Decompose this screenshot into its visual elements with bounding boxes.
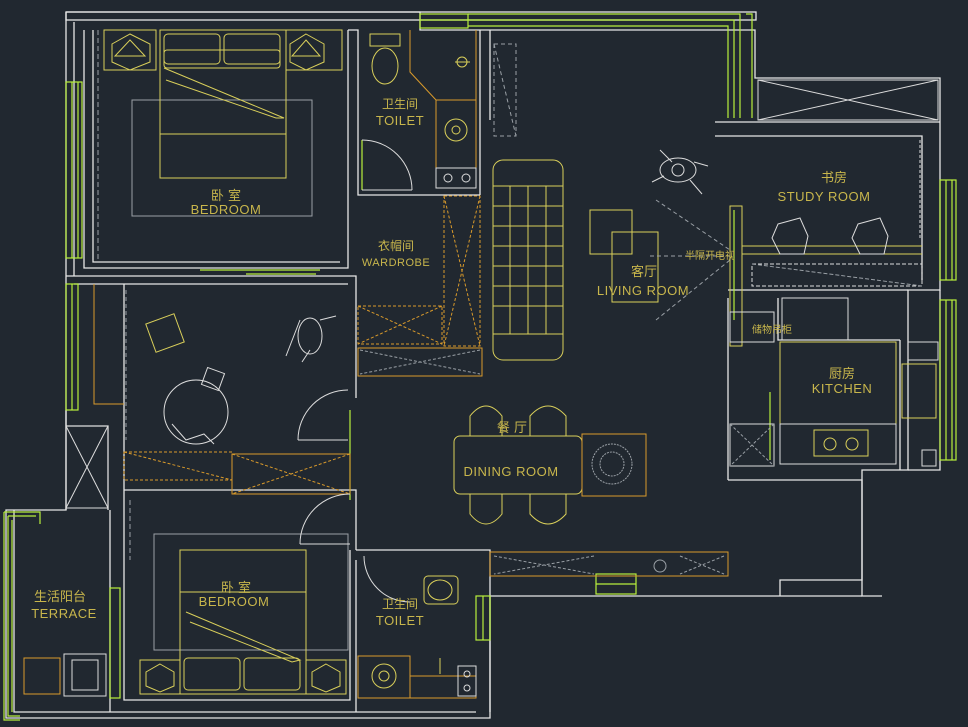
kitchen-fixtures [729, 297, 939, 467]
bottom-counter [489, 551, 729, 577]
toilet-top-label-en: TOILET [376, 113, 424, 128]
toilet-top-label-zh: 卫生间 [382, 97, 418, 111]
interior-walls [65, 29, 908, 712]
storage-label: 储物吊柜 [752, 323, 792, 336]
living-room-furniture [492, 149, 743, 361]
bedroom-bottom-furniture [129, 493, 351, 695]
study-room-furniture [742, 140, 923, 287]
toilet-top-fixtures [361, 30, 517, 191]
bedroom-top-label-en: BEDROOM [191, 202, 262, 217]
wardrobe-label-en: WARDROBE [362, 257, 430, 269]
bedroom-top-furniture [97, 29, 343, 262]
terrace-fixtures [23, 425, 109, 697]
dining-room-label-en: DINING ROOM [463, 464, 558, 479]
living-room-label-zh: 客厅 [631, 264, 657, 280]
wardrobe-label-zh: 衣帽间 [378, 238, 414, 253]
person-figure-living [651, 149, 709, 195]
room-labels: 卧 室 BEDROOM 卫生间 TOILET 衣帽间 WARDROBE 客厅 L… [31, 97, 872, 628]
toilet-bottom-fixtures [357, 555, 477, 699]
study-room-label-zh: 书房 [821, 170, 847, 186]
living-room-label-en: LIVING ROOM [597, 283, 689, 298]
person-figure-room [285, 315, 337, 363]
dining-room-label-zh: 餐 厅 [497, 420, 527, 436]
bedroom-bottom-label-en: BEDROOM [199, 594, 270, 609]
terrace-label-en: TERRACE [31, 606, 97, 621]
toilet-bottom-label-en: TOILET [376, 613, 424, 628]
top-balcony [757, 79, 939, 121]
windows [3, 13, 957, 721]
study-room-label-en: STUDY ROOM [778, 189, 871, 204]
dining-room-furniture [453, 405, 647, 525]
bedroom-bottom-label-zh: 卧 室 [221, 580, 251, 596]
kitchen-label-en: KITCHEN [812, 381, 873, 396]
wardrobe-cabinets [357, 195, 483, 377]
toilet-bottom-label-zh: 卫生间 [382, 597, 418, 611]
outer-walls [5, 11, 941, 719]
terrace-label-zh: 生活阳台 [34, 590, 86, 605]
partition-label: 半隔开电视 [685, 249, 735, 262]
middle-left-room-furniture [93, 284, 351, 495]
kitchen-label-zh: 厨房 [829, 366, 855, 382]
bedroom-top-label-zh: 卧 室 [211, 188, 241, 204]
